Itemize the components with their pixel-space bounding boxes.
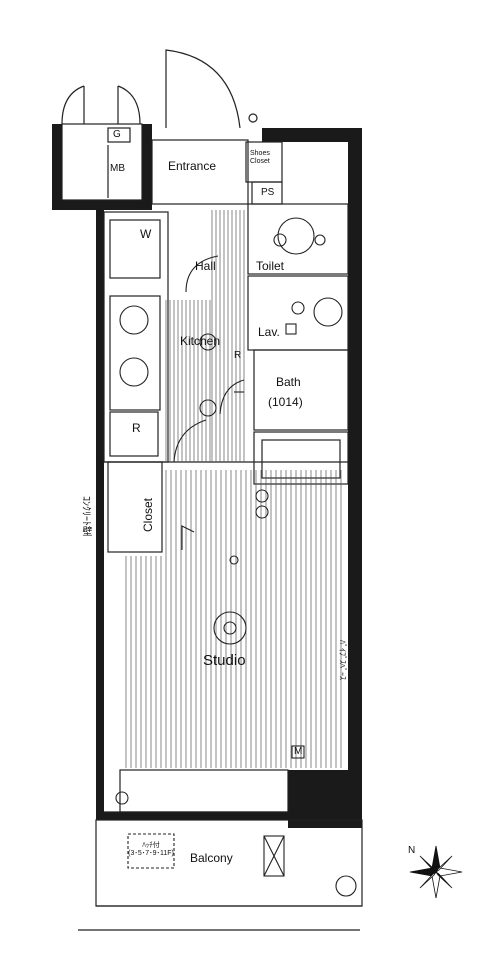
lav-label: Lav.	[258, 325, 280, 339]
compass-rose	[409, 845, 463, 899]
entrance-door	[151, 49, 283, 205]
mb-closet	[61, 85, 143, 201]
w-label: W	[140, 227, 152, 241]
outer-walls	[52, 124, 362, 828]
closet-label: Closet	[141, 497, 155, 532]
kitchen-label: Kitchen	[180, 334, 221, 348]
kitchen-r-label: R	[234, 350, 242, 361]
bath-size-label: (1014)	[268, 395, 303, 409]
fixtures	[115, 217, 357, 897]
toilet-label: Toilet	[256, 259, 285, 273]
mb-label: MB	[110, 163, 125, 174]
studio-label: Studio	[203, 652, 246, 669]
right-wall-note: ﾊﾟｲﾌﾟｽﾍﾟｰｽ	[338, 640, 347, 680]
compass-north-label: N	[408, 845, 416, 856]
g-label: G	[113, 129, 121, 140]
left-r-label: R	[132, 421, 141, 435]
balcony-label: Balcony	[190, 851, 233, 865]
left-wall-note: ｺﾝｸﾘｰﾄ壁	[80, 496, 91, 536]
bath-label: Bath	[276, 375, 301, 389]
hatch-label: ﾊｯﾁ付(3･5･7･9･11F)	[128, 842, 174, 857]
floor-hatching	[125, 210, 342, 768]
entrance-label: Entrance	[168, 159, 217, 173]
m-label: M	[294, 746, 303, 757]
hall-label: Hall	[195, 259, 216, 273]
ps-label: PS	[261, 187, 275, 198]
